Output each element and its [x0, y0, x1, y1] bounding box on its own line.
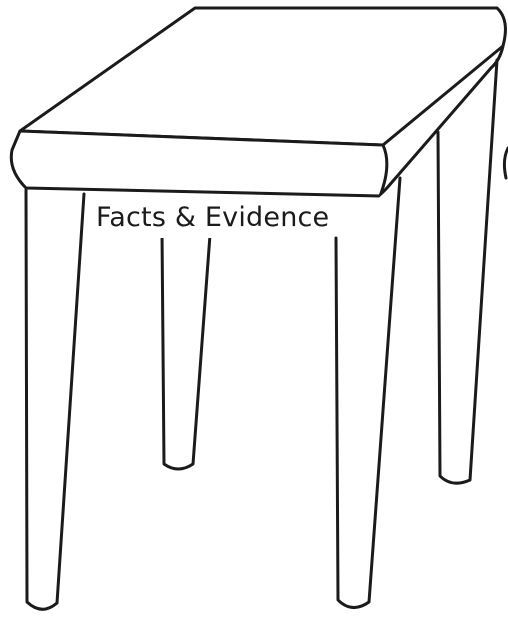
edge-mark	[504, 148, 508, 178]
table-apron-label: Facts & Evidence	[92, 198, 333, 238]
table-leg-front-left	[26, 190, 84, 609]
table-leg-front-right	[336, 178, 400, 608]
table-leg-back-right	[438, 60, 497, 483]
table-leg-back-left	[162, 232, 210, 469]
table-top-surface	[20, 8, 505, 145]
